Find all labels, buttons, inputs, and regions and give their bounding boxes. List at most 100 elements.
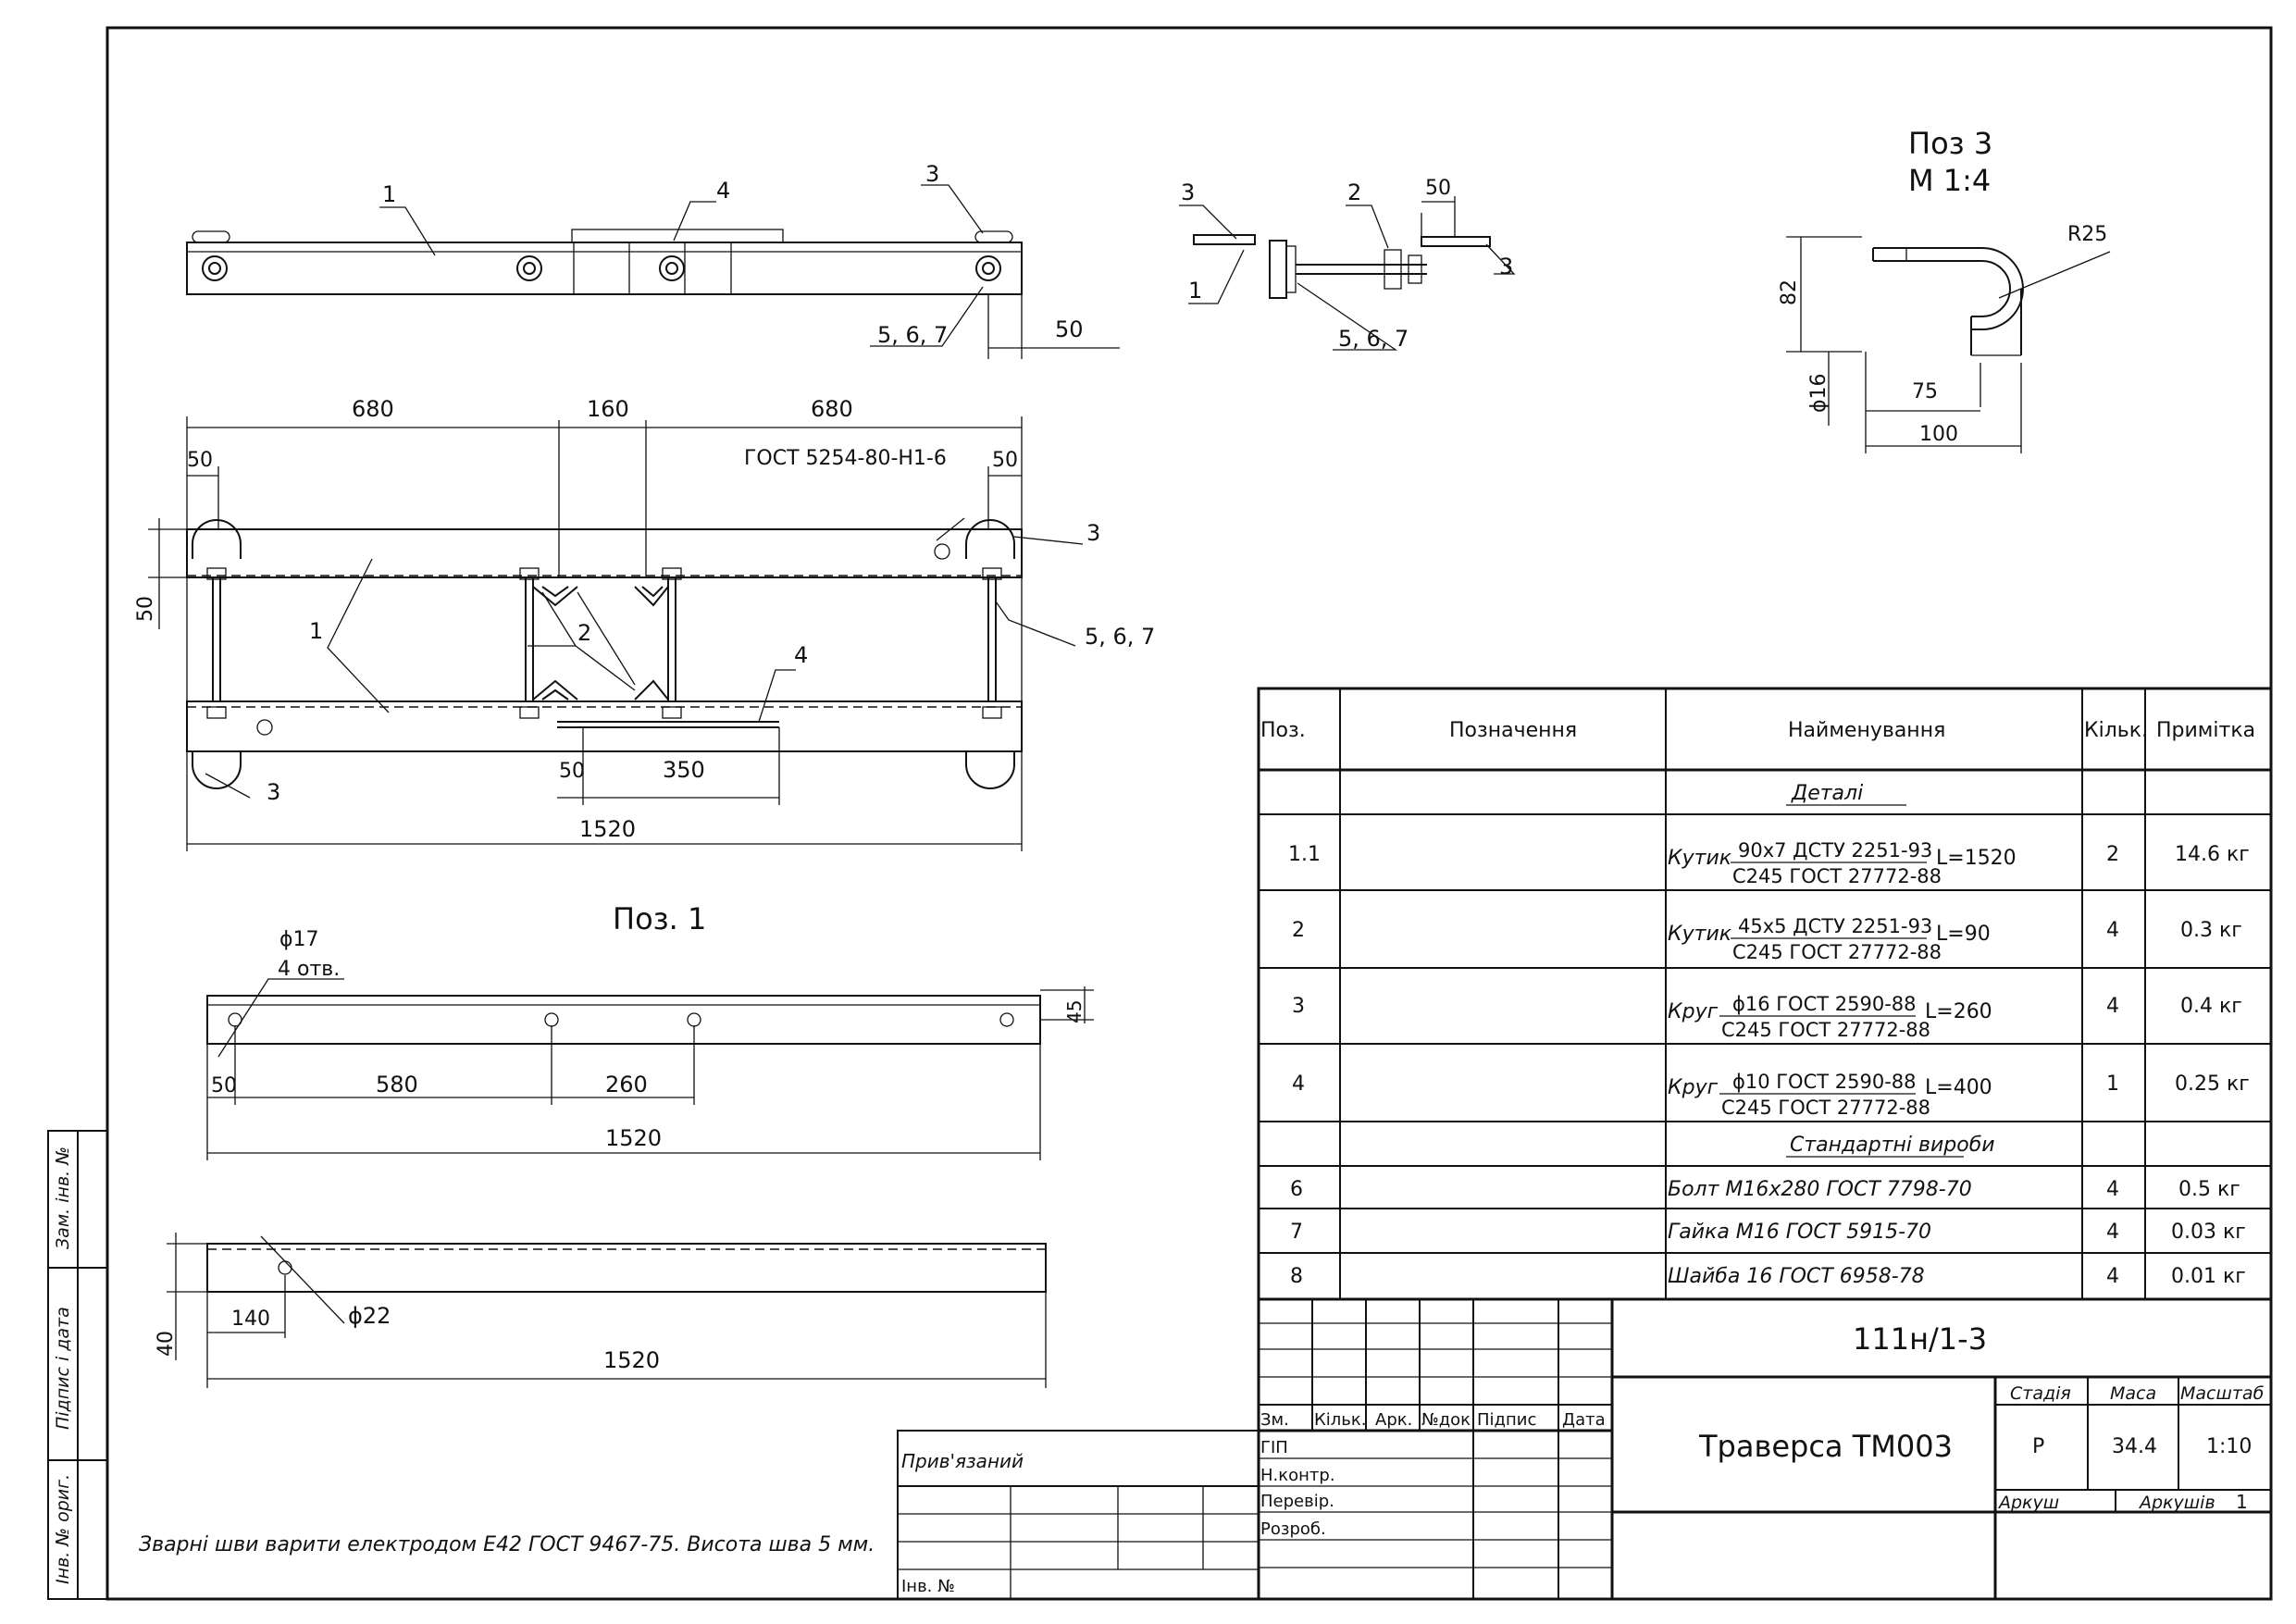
tb-role-chief: ГІП [1260, 1438, 1288, 1457]
svg-text:0.25 кг: 0.25 кг [2175, 1072, 2250, 1096]
spec-header-designation: Позначення [1449, 719, 1577, 742]
tb-role-norm: Н.контр. [1260, 1466, 1335, 1485]
poz3-radius: R25 [2067, 223, 2107, 246]
stamp-sign-date: Підпис і дата [53, 1307, 73, 1430]
tb-col-qty: Кільк. [1314, 1410, 1367, 1430]
top-label-bolts: 5, 6, 7 [877, 322, 948, 348]
plan-gost: ГОСТ 5254-80-Н1-6 [744, 447, 947, 470]
svg-text:0.5 кг: 0.5 кг [2178, 1178, 2240, 1201]
plan-label-1: 1 [309, 618, 323, 644]
svg-text:2: 2 [2106, 843, 2119, 866]
svg-text:С245 ГОСТ 27772-88: С245 ГОСТ 27772-88 [1721, 1019, 1930, 1041]
svg-text:7: 7 [1290, 1221, 1303, 1244]
svg-text:4: 4 [2106, 919, 2119, 942]
poz1-dim-1520: 1520 [605, 1125, 662, 1151]
svg-text:ϕ16 ГОСТ 2590-88: ϕ16 ГОСТ 2590-88 [1732, 993, 1917, 1015]
poz1-dim-50: 50 [211, 1074, 237, 1097]
svg-text:Кутик: Кутик [1668, 923, 1732, 946]
drawing-title: Траверса ТМ003 [1698, 1429, 1953, 1464]
svg-text:Шайба 16 ГОСТ 6958-78: Шайба 16 ГОСТ 6958-78 [1668, 1265, 1925, 1288]
spec-header-name: Найменування [1788, 719, 1945, 742]
drawing-code: 111н/1-3 [1853, 1321, 1987, 1357]
plan-dim-350: 350 [663, 757, 705, 783]
svg-text:3: 3 [1292, 995, 1305, 1018]
tb-col-doc: №док. [1421, 1410, 1476, 1430]
tb-inv: Інв. № [901, 1577, 955, 1596]
plan-dim-160: 160 [587, 396, 629, 422]
plan-dim-50b: 50 [992, 449, 1018, 472]
spec-row-4: 4 Круг ϕ10 ГОСТ 2590-88 С245 ГОСТ 27772-… [1292, 1071, 2250, 1119]
poz1-hole: ϕ17 [279, 928, 319, 951]
poz3-width-100: 100 [1919, 423, 1958, 446]
tb-col-sign: Підпис [1477, 1410, 1536, 1430]
spec-std-row-7: 7 Гайка М16 ГОСТ 5915-70 4 0.03 кг [1290, 1221, 2246, 1244]
side-label-1: 1 [1188, 278, 1202, 304]
tb-stage-label: Стадія [2010, 1383, 2071, 1404]
svg-text:L=90: L=90 [1936, 923, 1991, 946]
side-view [1179, 196, 1516, 351]
svg-text:С245 ГОСТ 27772-88: С245 ГОСТ 27772-88 [1721, 1097, 1930, 1119]
svg-text:0.3 кг: 0.3 кг [2180, 919, 2242, 942]
title-block [897, 1297, 2273, 1601]
plan-view [148, 416, 1084, 851]
svg-text:90х7 ДСТУ 2251-93: 90х7 ДСТУ 2251-93 [1738, 839, 1932, 862]
svg-text:6: 6 [1290, 1178, 1303, 1201]
plan-label-4: 4 [794, 642, 808, 668]
spec-section-details: Деталі [1791, 782, 1863, 805]
side-label-2: 2 [1347, 180, 1361, 205]
tb-role-developed: Розроб. [1260, 1519, 1326, 1539]
poz3-width-75: 75 [1912, 380, 1938, 403]
tb-stage: Р [2032, 1435, 2044, 1458]
spec-section-standard: Стандартні вироби [1790, 1134, 1995, 1157]
tb-mass-label: Маса [2110, 1383, 2156, 1404]
poz3-diameter: ϕ16 [1807, 373, 1831, 413]
poz1-edge-view [167, 1233, 1047, 1388]
top-label-1: 1 [382, 181, 396, 207]
spec-std-row-8: 8 Шайба 16 ГОСТ 6958-78 4 0.01 кг [1290, 1265, 2246, 1288]
svg-text:0.4 кг: 0.4 кг [2180, 995, 2242, 1018]
svg-text:45х5 ДСТУ 2251-93: 45х5 ДСТУ 2251-93 [1738, 915, 1932, 937]
poz1-title: Поз. 1 [613, 901, 706, 936]
plan-label-bolts: 5, 6, 7 [1085, 624, 1155, 650]
top-label-4: 4 [716, 178, 730, 204]
poz3-scale: М 1:4 [1908, 163, 1991, 198]
top-dim-50: 50 [1055, 316, 1084, 342]
side-label-3b: 3 [1499, 254, 1513, 279]
spec-table [1257, 687, 2273, 1301]
tb-sheet-label: Аркуш [1997, 1493, 2059, 1513]
tb-col-sheet: Арк. [1375, 1410, 1412, 1430]
svg-text:14.6 кг: 14.6 кг [2175, 843, 2250, 866]
side-label-3a: 3 [1181, 180, 1195, 205]
svg-text:4: 4 [2106, 1265, 2119, 1288]
poz1-dim-45: 45 [1063, 1000, 1086, 1023]
svg-text:0.03 кг: 0.03 кг [2171, 1221, 2246, 1244]
plan-label-3b: 3 [267, 779, 280, 805]
tb-sheets-label: Аркушів [2138, 1493, 2215, 1513]
plan-dim-50c: 50 [559, 760, 585, 783]
spec-header-note: Примітка [2156, 719, 2255, 742]
spec-std-row-6: 6 Болт М16х280 ГОСТ 7798-70 4 0.5 кг [1290, 1178, 2240, 1201]
svg-text:4: 4 [1292, 1072, 1305, 1096]
poz1-view [206, 978, 1094, 1160]
poz1-dim-260: 260 [605, 1072, 648, 1097]
svg-text:8: 8 [1290, 1265, 1303, 1288]
top-label-3: 3 [925, 161, 939, 187]
svg-text:4: 4 [2106, 995, 2119, 1018]
svg-text:1: 1 [2106, 1072, 2119, 1096]
poz3-title: Поз 3 [1908, 126, 1992, 161]
spec-row-2: 2 Кутик 45х5 ДСТУ 2251-93 С245 ГОСТ 2777… [1292, 915, 2242, 963]
svg-text:Кутик: Кутик [1668, 847, 1732, 870]
side-stamp: Зам. інв. № Підпис і дата Інв. № ориг. [47, 1130, 108, 1600]
tb-attached: Прив'язаний [901, 1450, 1024, 1472]
poz3-height: 82 [1778, 279, 1801, 305]
tb-mass: 34.4 [2112, 1435, 2157, 1458]
poz1b-dim-40: 40 [155, 1331, 178, 1357]
plan-dim-680b: 680 [811, 396, 853, 422]
svg-text:4: 4 [2106, 1178, 2119, 1201]
svg-text:L=400: L=400 [1925, 1076, 1992, 1099]
svg-text:ϕ10 ГОСТ 2590-88: ϕ10 ГОСТ 2590-88 [1732, 1071, 1917, 1093]
svg-text:Гайка М16 ГОСТ 5915-70: Гайка М16 ГОСТ 5915-70 [1668, 1221, 1931, 1244]
side-label-bolts: 5, 6, 7 [1338, 326, 1409, 352]
welding-note: Зварні шви варити електродом Е42 ГОСТ 94… [139, 1533, 875, 1556]
